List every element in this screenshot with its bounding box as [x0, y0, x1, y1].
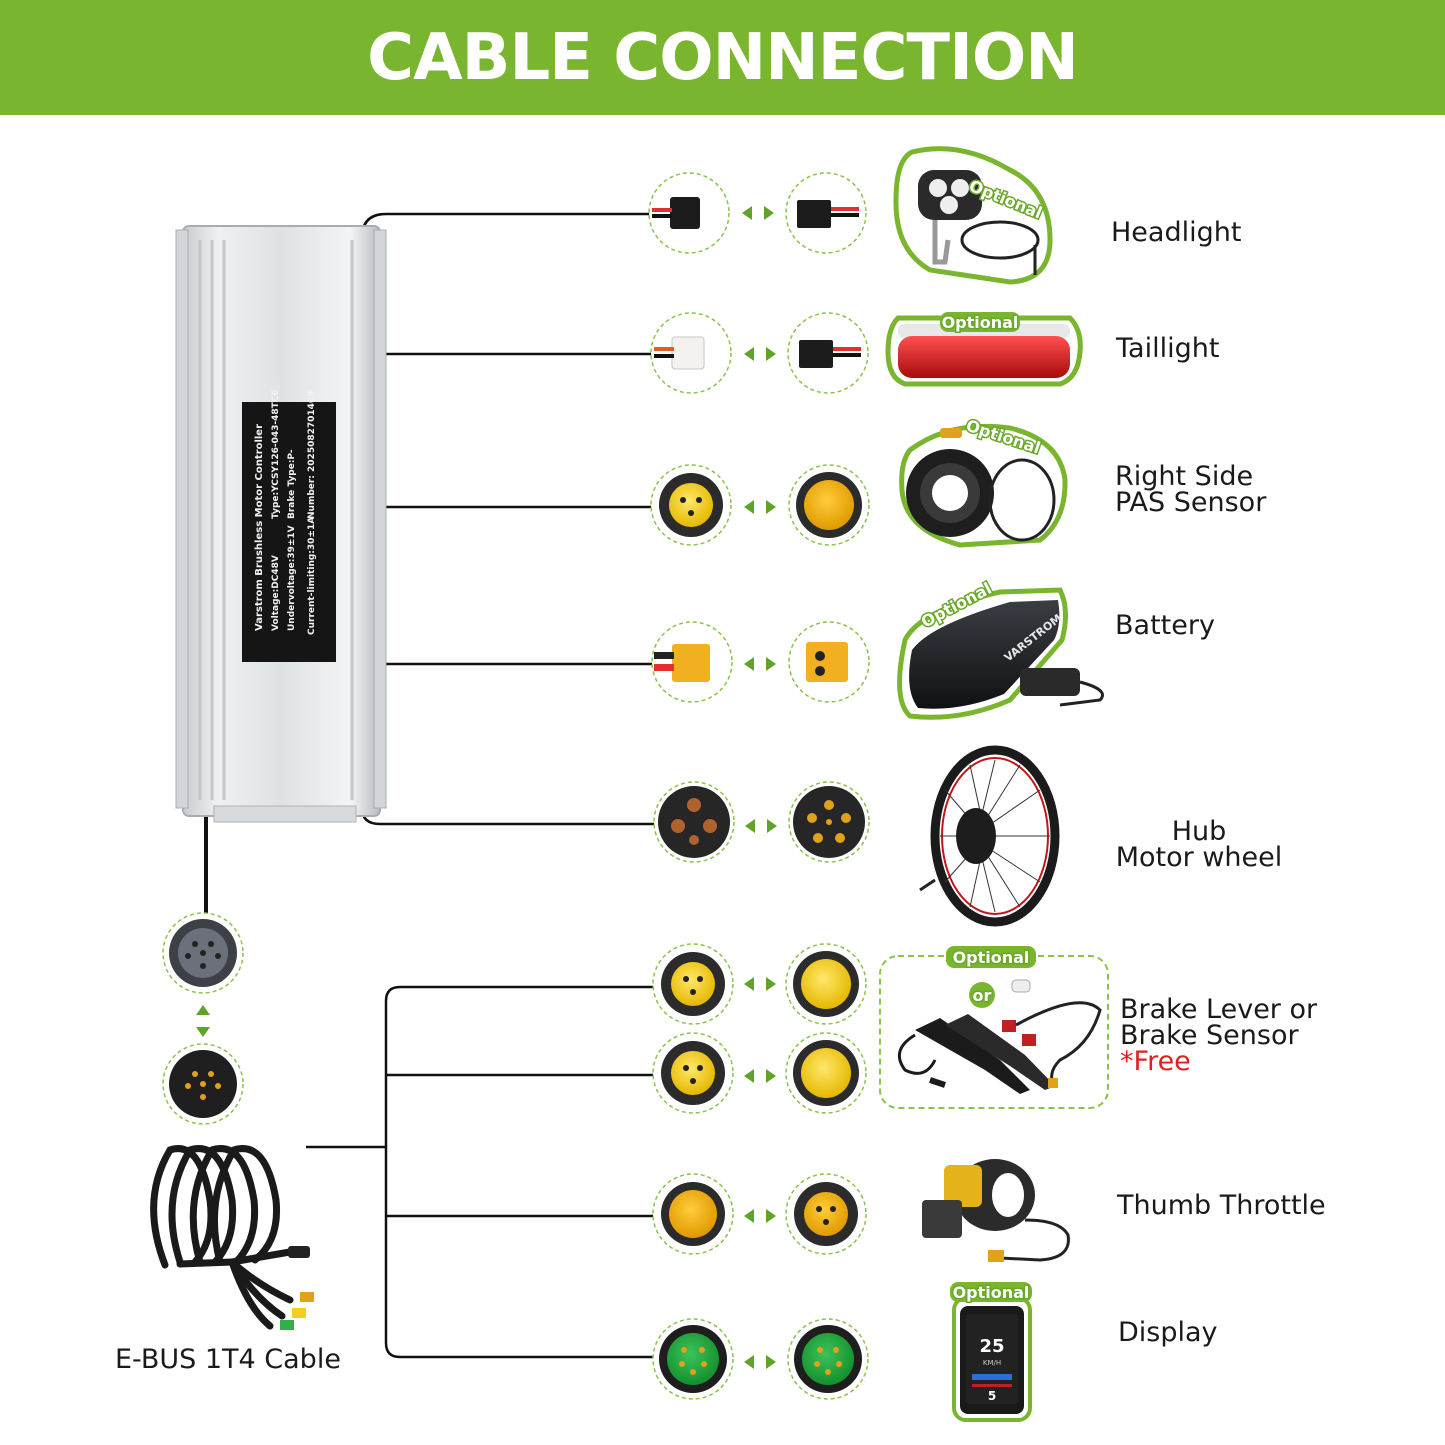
thumb-throttle-label: Thumb Throttle [1117, 1190, 1326, 1221]
taillight-optional-tag: Optional [942, 313, 1019, 332]
header-banner: CABLE CONNECTION [0, 0, 1445, 115]
nameplate-line-2: Voltage:DC48V [271, 555, 281, 631]
nameplate-line-1: Varstrom Brushless Motor Controller [254, 424, 265, 631]
double-arrow-icon [196, 206, 777, 1369]
brake-sensor-icon [1002, 979, 1102, 1088]
nameplate-line-4: Undervoltage:39±1V [287, 525, 297, 631]
hub-motor-wheel-icon [919, 745, 1060, 927]
page-title: CABLE CONNECTION [367, 20, 1079, 95]
controller-nameplate [242, 402, 336, 662]
brake-optional-tag: Optional [953, 948, 1030, 967]
ebus-cable-label: E-BUS 1T4 Cable [115, 1344, 341, 1375]
taillight-icon: Optional [885, 312, 1083, 387]
brake-options-box: Optional or [879, 946, 1109, 1109]
ebus-branch-bus [384, 985, 401, 1359]
battery-label: Battery [1115, 610, 1215, 641]
display-label: Display [1118, 1317, 1218, 1348]
nameplate-line-6: Current-limiting:30±1A [307, 517, 317, 635]
nameplate-line-7: Number: 2025082701469 [307, 391, 317, 519]
pas-sensor-icon: Optional [899, 414, 1068, 548]
ebus-cable-icon [150, 1145, 294, 1330]
taillight-label: Taillight [1116, 333, 1220, 364]
hub-wire [360, 807, 656, 826]
thumb-throttle-icon [922, 1159, 1070, 1262]
display-optional-tag: Optional [953, 1283, 1030, 1302]
display-assist: 5 [988, 1389, 996, 1403]
headlight-wire [360, 212, 652, 239]
brake-free-note: *Free [1120, 1046, 1191, 1077]
display-icon: 25 KM/H 5 Optional [950, 1282, 1032, 1422]
brake-or-tag: or [973, 986, 992, 1005]
nameplate-line-3: Type:YCSY126-043-48TC6 [271, 389, 281, 519]
nameplate-line-5: Brake Type:P- [287, 449, 297, 519]
headlight-icon: Optional [893, 146, 1053, 285]
ebus-cable-plugs [280, 1246, 314, 1330]
brake-lever-icon [897, 1014, 1055, 1094]
display-speed: 25 [979, 1336, 1004, 1357]
battery-icon: VARSTROM Optional [897, 577, 1104, 720]
controller-icon: Varstrom Brushless Motor Controller Volt… [175, 225, 387, 823]
headlight-label: Headlight [1111, 217, 1242, 248]
display-unit: KM/H [983, 1359, 1001, 1367]
connector-icon [162, 172, 870, 1400]
